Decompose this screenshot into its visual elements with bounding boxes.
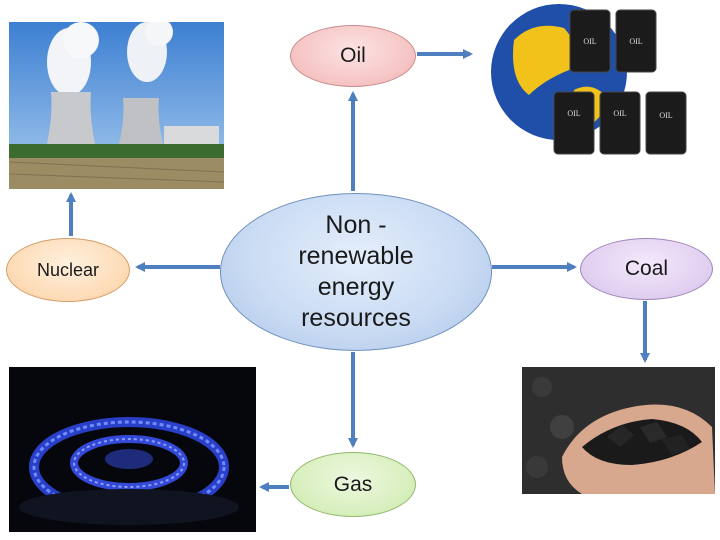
- center-line-4: resources: [301, 304, 411, 332]
- nuclear-node: Nuclear: [6, 238, 130, 302]
- coal-node: Coal: [580, 238, 713, 300]
- oil-barrels-globe-image: OIL OIL OIL OIL OIL: [474, 0, 716, 162]
- gas-node: Gas: [290, 452, 416, 517]
- nuclear-label: Nuclear: [36, 259, 100, 280]
- oil-drum-label: OIL: [659, 111, 672, 120]
- coal-in-hands-image: [522, 367, 715, 494]
- center-line-2: renewable: [298, 242, 414, 270]
- center-line-3: energy: [317, 273, 395, 301]
- oil-drum-label: OIL: [629, 37, 642, 46]
- coal-label: Coal: [624, 257, 669, 280]
- gas-burner-flame-image: [9, 367, 256, 532]
- gas-label: Gas: [333, 472, 373, 496]
- center-node-non-renewable: Non - renewable energy resources: [220, 193, 492, 351]
- oil-drum-label: OIL: [567, 109, 580, 118]
- oil-label: Oil: [340, 44, 366, 67]
- oil-drum-label: OIL: [613, 109, 626, 118]
- center-line-1: Non -: [325, 211, 387, 239]
- oil-drum-label: OIL: [583, 37, 596, 46]
- oil-node: Oil: [290, 25, 416, 87]
- nuclear-power-plant-image: [9, 22, 224, 189]
